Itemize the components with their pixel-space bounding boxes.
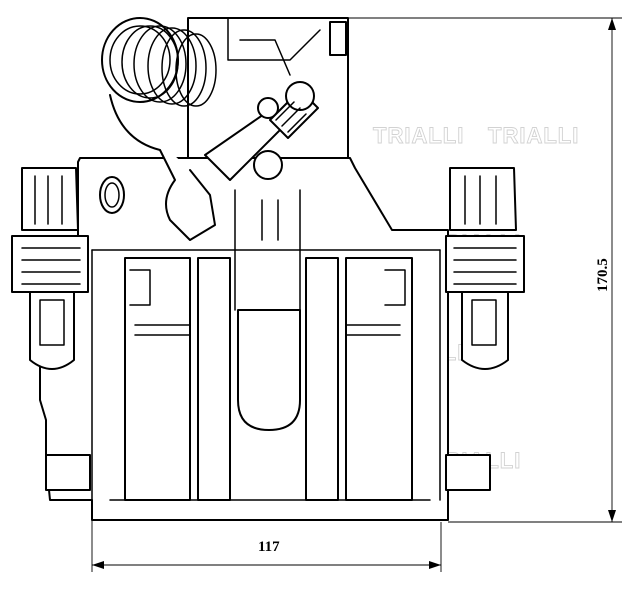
upper-housing xyxy=(187,17,349,161)
left-guide-pin xyxy=(11,167,89,370)
right-guide-pin xyxy=(445,167,525,370)
height-dimension: 170.5 xyxy=(348,17,622,523)
bridge-columns xyxy=(124,189,413,501)
width-dimension: 117 xyxy=(91,520,442,572)
height-label: 170.5 xyxy=(595,258,611,292)
watermark: TRIALLI xyxy=(373,123,464,148)
parking-lever xyxy=(204,97,286,181)
watermark: TRIALLI xyxy=(488,123,579,148)
bleed-screw xyxy=(269,81,319,139)
lower-feet xyxy=(45,454,491,491)
return-spring xyxy=(101,17,217,241)
width-label: 117 xyxy=(258,539,280,555)
mounting-hole xyxy=(99,176,125,214)
